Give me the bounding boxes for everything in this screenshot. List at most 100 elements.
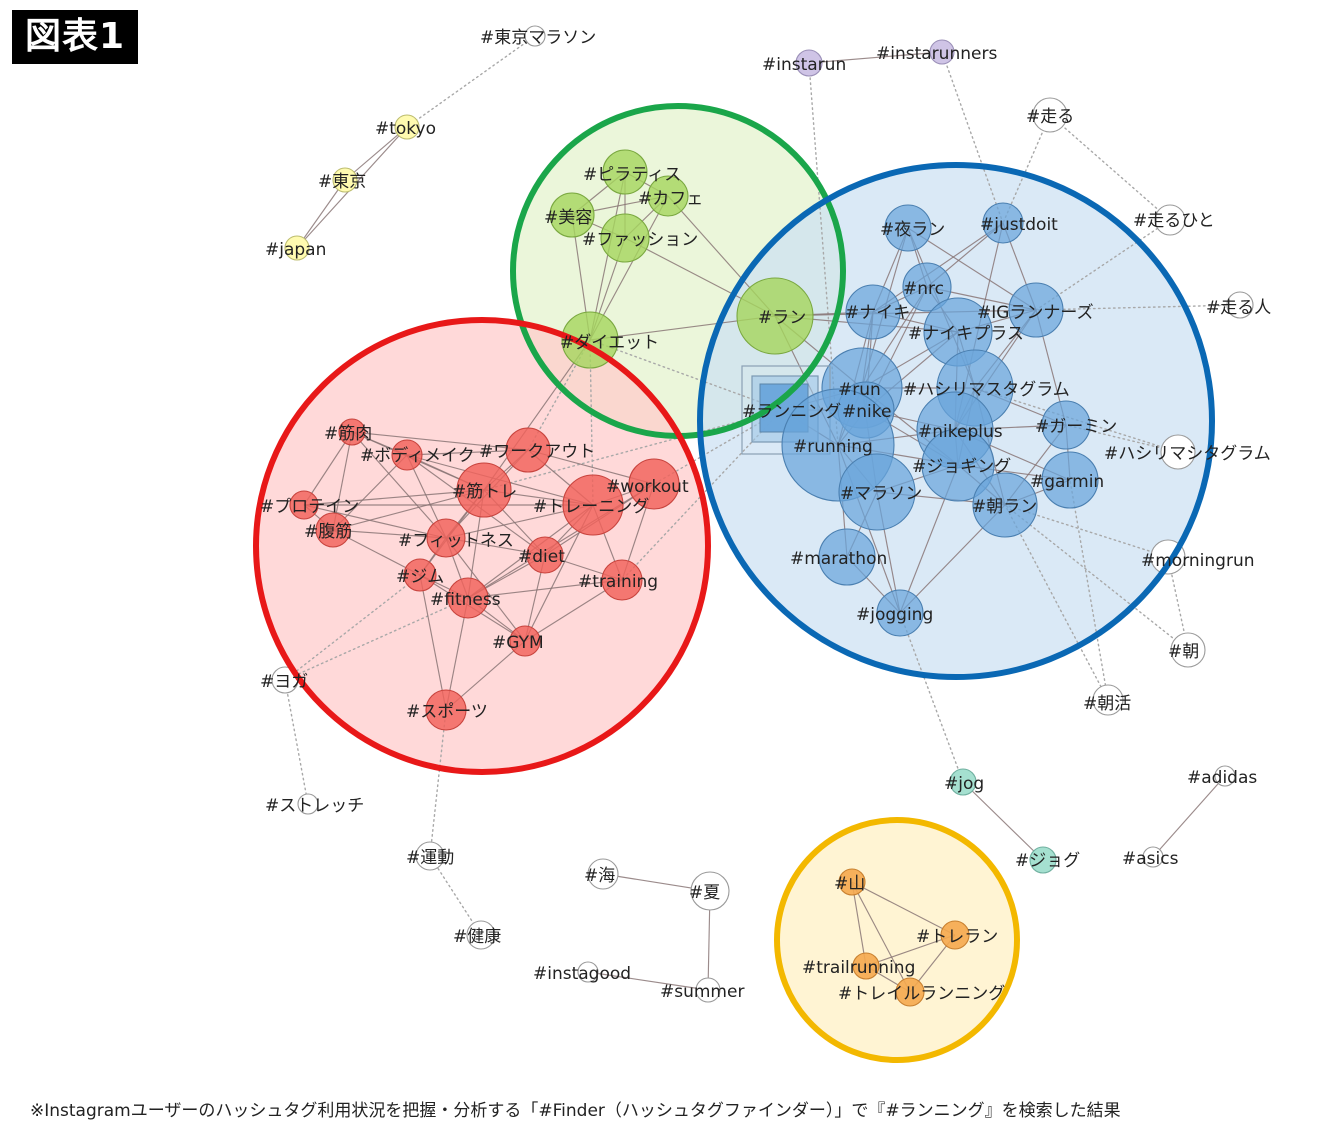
node-cafe: [647, 175, 689, 217]
label-toreran: #トレラン: [916, 927, 998, 947]
weak-edge-yoga-fitness: [284, 597, 469, 681]
label-cafe: #カフェ: [638, 189, 703, 209]
label-hashirimasu: #ハシリマスタグラム: [903, 380, 1070, 400]
weak-edge-asakatsu-asa_ran: [1004, 504, 1109, 701]
node-fitness_jp: [426, 518, 466, 558]
node-kinniku: [338, 418, 366, 446]
weak-edge-asa-asa_ran: [1004, 504, 1189, 651]
edge-diet_jp-pilates: [589, 171, 626, 341]
node-diet: [526, 536, 564, 574]
weak-edge-tokyomarathon-tokyo: [406, 35, 536, 128]
node-garmin_jp: [1041, 400, 1091, 450]
node-natsu: [690, 871, 730, 911]
edge-kinniku-workout_jp: [351, 431, 529, 451]
label-jog_jp: #ジョグ: [1015, 851, 1080, 871]
label-protein: #プロテイン: [260, 497, 359, 517]
node-asa: [1170, 632, 1206, 668]
node-toreran: [940, 920, 970, 950]
cluster-fill-yellow: [777, 820, 1017, 1060]
label-marathon: #marathon: [790, 549, 887, 569]
node-layer: [271, 25, 1254, 1007]
label-japan: #japan: [265, 240, 326, 260]
label-bodymake: #ボディメイク: [360, 445, 475, 466]
edge-yama-trail_jp: [851, 881, 911, 993]
weak-edge-yoga-gym_jp: [284, 574, 421, 681]
edge-kintore-protein: [303, 489, 485, 506]
label-nikeplus_jp: #ナイキプラス: [908, 324, 1024, 344]
label-training: #training: [578, 572, 658, 592]
label-asa: #朝: [1168, 642, 1199, 662]
label-hashiruhito: #走るひと: [1133, 211, 1215, 231]
node-marathon_jp: [838, 453, 916, 531]
label-jogging_jp: #ジョギング: [912, 457, 1011, 477]
node-training: [601, 559, 643, 601]
node-marathon: [818, 528, 876, 586]
node-kenkou: [466, 920, 496, 950]
weak-edge-jog-jogging: [899, 612, 964, 783]
label-nike: #nike: [842, 402, 891, 422]
label-fukkin: #腹筋: [304, 522, 352, 542]
node-asa_ran: [972, 472, 1038, 538]
node-sports: [425, 689, 467, 731]
label-kinniku: #筋肉: [324, 424, 372, 444]
node-jog: [949, 768, 977, 796]
label-trailrunning: #trailrunning: [802, 958, 915, 978]
node-instarun: [795, 49, 823, 77]
label-workout: #workout: [606, 477, 689, 497]
label-training_jp: #トレーニング: [533, 497, 649, 517]
label-undou: #運動: [406, 848, 454, 868]
label-hashiruhito2: #走る人: [1206, 298, 1271, 318]
label-running_jp: #ランニング: [742, 402, 841, 422]
node-gym_jp: [403, 558, 437, 592]
label-yoru: #夜ラン: [880, 220, 945, 240]
label-asa_ran: #朝ラン: [972, 497, 1037, 517]
node-nrc: [902, 262, 952, 312]
label-asics: #asics: [1122, 849, 1179, 869]
edge-jog-jog_jp: [962, 781, 1044, 861]
node-justdoit: [982, 202, 1024, 244]
weak-edge-morningrun-asa_ran: [1004, 504, 1169, 558]
label-diet: #diet: [518, 547, 565, 567]
node-fashion: [600, 213, 650, 263]
node-fukkin: [315, 512, 351, 548]
label-yama: #山: [834, 874, 865, 894]
edge-tokyo-toukyou: [344, 126, 408, 181]
node-protein: [289, 490, 319, 520]
label-fashion: #ファッション: [582, 230, 698, 250]
weak-edge-running_jp-diet_jp: [589, 339, 783, 411]
cluster-rings: [253, 103, 1215, 1063]
node-yama: [838, 868, 866, 896]
node-bodymake: [391, 439, 423, 471]
node-hashiruhito2: [1226, 291, 1254, 319]
node-instagood: [577, 961, 599, 983]
node-undou: [415, 841, 445, 871]
label-summer: #summer: [660, 982, 744, 1002]
cluster-ring-red: [253, 317, 711, 775]
footnote: ※Instagramユーザーのハッシュタグ利用状況を把握・分析する「#Finde…: [30, 1101, 1121, 1121]
edge-toukyou-japan: [296, 179, 346, 249]
label-nikeplus: #nikeplus: [918, 422, 1003, 442]
label-fitness: #fitness: [430, 590, 501, 610]
node-kintore: [456, 462, 512, 518]
weak-edge-yoga-stretch: [284, 679, 309, 805]
edge-toreran-trailrunning: [865, 934, 956, 967]
node-yoru: [884, 204, 932, 252]
label-marathon_jp: #マラソン: [840, 484, 922, 504]
weak-edge-hashiru-justdoit: [1002, 114, 1051, 224]
node-nike_jp: [845, 284, 901, 340]
label-kintore: #筋トレ: [452, 482, 517, 502]
edge-training-fitness: [467, 579, 623, 599]
node-umi: [587, 858, 619, 890]
node-fitness: [447, 577, 489, 619]
label-fitness_jp: #フィットネス: [398, 531, 514, 551]
weak-edge-asakatsu-garmin: [1069, 479, 1109, 701]
label-ran: #ラン: [758, 308, 806, 328]
node-jogging: [876, 589, 924, 637]
label-tokyo: #tokyo: [375, 119, 436, 139]
label-umi: #海: [584, 866, 615, 886]
label-asakatsu: #朝活: [1083, 694, 1131, 714]
cluster-ring-blue: [697, 162, 1215, 680]
node-jog_jp: [1029, 846, 1057, 874]
node-ran: [736, 277, 814, 355]
node-hashirimashi: [1160, 434, 1196, 470]
